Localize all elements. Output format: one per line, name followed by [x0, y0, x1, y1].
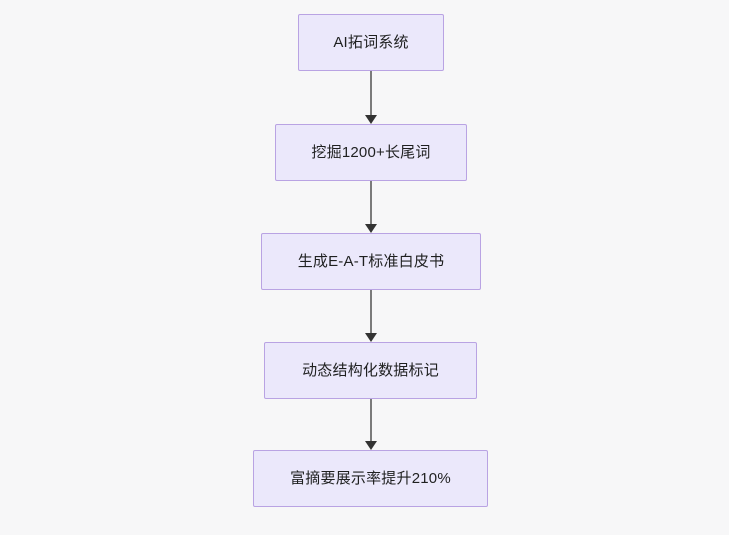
arrow-head-icon — [365, 441, 377, 450]
flowchart-connector-4 — [361, 399, 381, 450]
node-label: 动态结构化数据标记 — [302, 362, 439, 379]
arrow-head-icon — [365, 333, 377, 342]
connector-line — [370, 71, 372, 116]
connector-line — [370, 181, 372, 225]
flowchart-node-dynamic-structured-data-markup[interactable]: 动态结构化数据标记 — [264, 342, 477, 399]
arrow-head-icon — [365, 224, 377, 233]
node-label: 生成E-A-T标准白皮书 — [297, 253, 445, 270]
flowchart-connector-3 — [361, 290, 381, 342]
arrow-head-icon — [365, 115, 377, 124]
flowchart-node-mine-longtail-keywords[interactable]: 挖掘1200+长尾词 — [275, 124, 467, 181]
flowchart-connector-1 — [361, 71, 381, 124]
node-label: 富摘要展示率提升210% — [290, 470, 451, 487]
node-label: AI拓词系统 — [333, 34, 409, 51]
flowchart-node-ai-keyword-system[interactable]: AI拓词系统 — [298, 14, 444, 71]
connector-line — [370, 290, 372, 334]
flowchart-node-generate-eat-whitepaper[interactable]: 生成E-A-T标准白皮书 — [261, 233, 481, 290]
flowchart-node-rich-snippet-impression-lift[interactable]: 富摘要展示率提升210% — [253, 450, 488, 507]
node-label: 挖掘1200+长尾词 — [311, 144, 431, 161]
connector-line — [370, 399, 372, 442]
flowchart-connector-2 — [361, 181, 381, 233]
